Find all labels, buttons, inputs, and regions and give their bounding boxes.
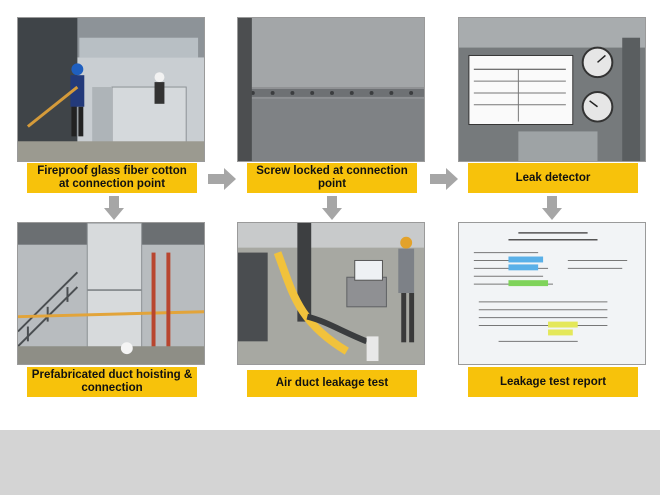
photo-air-duct-leakage-test (237, 222, 425, 365)
footer-band (0, 430, 660, 495)
photo-prefabricated-duct (17, 222, 205, 365)
arrow-down-2 (322, 196, 342, 220)
caption-screw-locked: Screw locked at connection point (247, 163, 417, 193)
caption-air-duct-leakage-test: Air duct leakage test (247, 370, 417, 397)
arrow-right-2 (430, 168, 458, 190)
process-slide: Fireproof glass fiber cotton at connecti… (17, 17, 646, 397)
photo-leakage-test-report (458, 222, 646, 365)
photo-leak-detector (458, 17, 646, 162)
caption-fireproof-glass-fiber: Fireproof glass fiber cotton at connecti… (27, 163, 197, 193)
caption-prefabricated-duct: Prefabricated duct hoisting & connection (27, 367, 197, 397)
photo-fireproof-glass-fiber (17, 17, 205, 162)
photo-screw-locked (237, 17, 425, 162)
caption-leakage-test-report: Leakage test report (468, 367, 638, 397)
arrow-right-1 (208, 168, 236, 190)
arrow-down-3 (542, 196, 562, 220)
arrow-down-1 (104, 196, 124, 220)
caption-leak-detector: Leak detector (468, 163, 638, 193)
